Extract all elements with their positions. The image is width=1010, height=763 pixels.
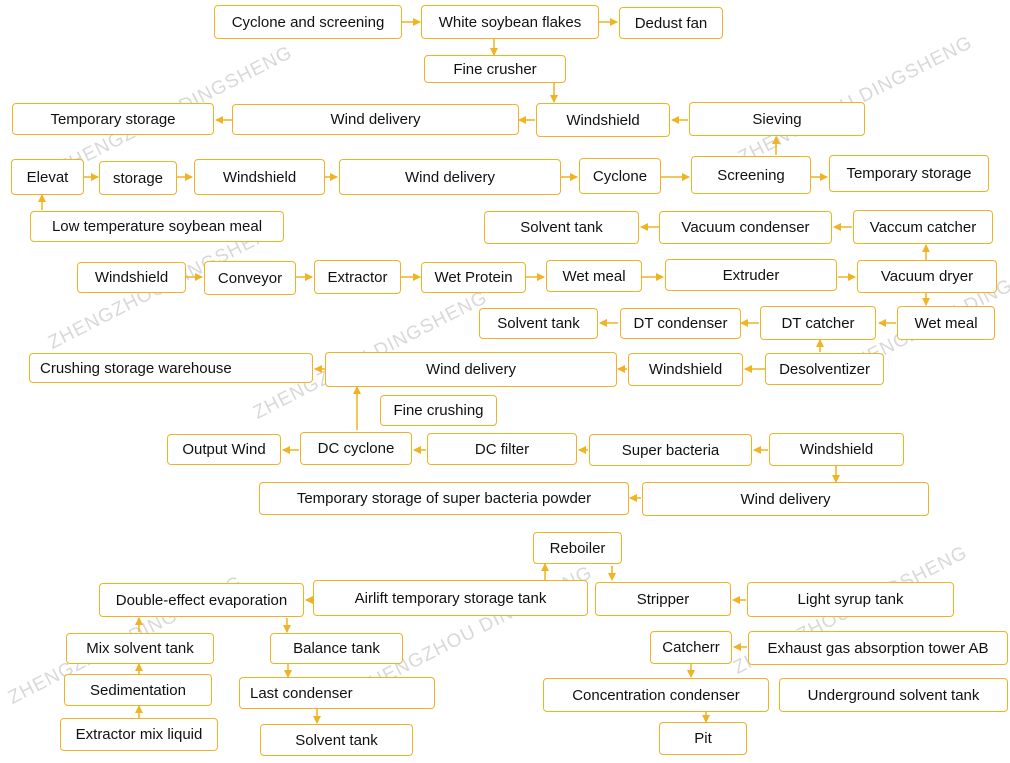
node-vaccum-catcher: Vaccum catcher <box>853 210 993 244</box>
node-windshield: Windshield <box>77 262 186 293</box>
node-cyclone: Cyclone <box>579 158 661 194</box>
watermark: ZHENGZHOU DINGSHENG <box>735 32 976 169</box>
node-dt-condenser: DT condenser <box>620 308 741 339</box>
node-wet-protein: Wet Protein <box>421 262 526 293</box>
node-wind-delivery: Wind delivery <box>339 159 561 195</box>
node-wind-delivery: Wind delivery <box>232 104 519 135</box>
node-fine-crushing: Fine crushing <box>380 395 497 426</box>
node-dedust-fan: Dedust fan <box>619 7 723 39</box>
node-cyclone-and-screening: Cyclone and screening <box>214 5 402 39</box>
node-low-temperature-soybean-meal: Low temperature soybean meal <box>30 211 284 242</box>
node-last-condenser: Last condenser <box>239 677 435 709</box>
node-extruder: Extruder <box>665 259 837 291</box>
node-balance-tank: Balance tank <box>270 633 403 664</box>
node-sieving: Sieving <box>689 102 865 136</box>
node-wet-meal: Wet meal <box>897 306 995 340</box>
node-airlift-temporary-storage-tank: Airlift temporary storage tank <box>313 580 588 616</box>
node-dc-filter: DC filter <box>427 433 577 465</box>
node-desolventizer: Desolventizer <box>765 353 884 385</box>
node-vacuum-dryer: Vacuum dryer <box>857 260 997 293</box>
node-vacuum-condenser: Vacuum condenser <box>659 211 832 244</box>
node-screening: Screening <box>691 156 811 194</box>
node-wind-delivery: Wind delivery <box>325 352 617 387</box>
node-conveyor: Conveyor <box>204 261 296 295</box>
node-windshield: Windshield <box>536 103 670 137</box>
node-elevat: Elevat <box>11 159 84 195</box>
node-fine-crusher: Fine crusher <box>424 55 566 83</box>
node-wind-delivery: Wind delivery <box>642 482 929 516</box>
node-pit: Pit <box>659 722 747 755</box>
node-storage: storage <box>99 161 177 195</box>
node-catcherr: Catcherr <box>650 631 732 664</box>
node-underground-solvent-tank: Underground solvent tank <box>779 678 1008 712</box>
node-mix-solvent-tank: Mix solvent tank <box>66 633 214 664</box>
node-extractor: Extractor <box>314 260 401 294</box>
node-solvent-tank: Solvent tank <box>484 211 639 244</box>
node-reboiler: Reboiler <box>533 532 622 564</box>
node-solvent-tank: Solvent tank <box>260 724 413 756</box>
node-dc-cyclone: DC cyclone <box>300 432 412 465</box>
node-temporary-storage-of-super-bacteria-powder: Temporary storage of super bacteria powd… <box>259 482 629 515</box>
node-temporary-storage: Temporary storage <box>12 103 214 135</box>
node-exhaust-gas-absorption-tower-ab: Exhaust gas absorption tower AB <box>748 631 1008 665</box>
node-double-effect-evaporation: Double-effect evaporation <box>99 583 304 617</box>
node-crushing-storage-warehouse: Crushing storage warehouse <box>29 353 313 383</box>
node-concentration-condenser: Concentration condenser <box>543 678 769 712</box>
node-sedimentation: Sedimentation <box>64 674 212 706</box>
node-output-wind: Output Wind <box>167 434 281 465</box>
node-windshield: Windshield <box>628 353 743 386</box>
node-wet-meal: Wet meal <box>546 260 642 292</box>
node-extractor-mix-liquid: Extractor mix liquid <box>60 718 218 751</box>
node-stripper: Stripper <box>595 582 731 616</box>
node-windshield: Windshield <box>769 433 904 466</box>
node-windshield: Windshield <box>194 159 325 195</box>
node-super-bacteria: Super bacteria <box>589 434 752 466</box>
node-temporary-storage: Temporary storage <box>829 155 989 192</box>
node-dt-catcher: DT catcher <box>760 306 876 340</box>
node-solvent-tank: Solvent tank <box>479 308 598 339</box>
node-white-soybean-flakes: White soybean flakes <box>421 5 599 39</box>
node-light-syrup-tank: Light syrup tank <box>747 582 954 617</box>
